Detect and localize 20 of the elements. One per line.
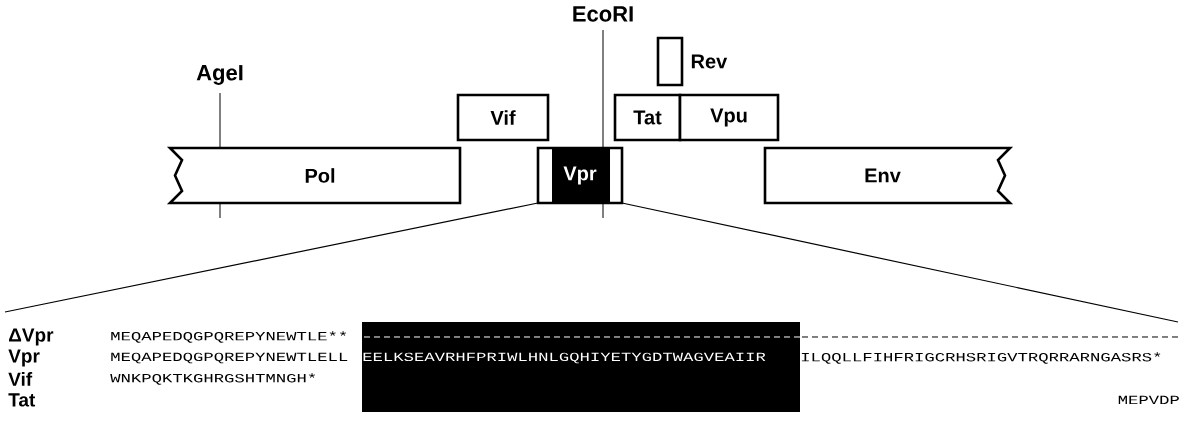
site-label: EcoRI bbox=[573, 6, 633, 22]
gene-box: Pol bbox=[166, 146, 462, 205]
sequence-text: MEPVDP bbox=[1118, 395, 1179, 405]
sequence-text: MEQAPEDQGPQREPYNEWTLELL bbox=[111, 352, 348, 364]
row-label: ΔVpr bbox=[9, 328, 54, 346]
gene-box: Vpr bbox=[536, 146, 624, 205]
sequence-text: ILQQLLFIHFRIGCRHSRIGVTRQRRARNGASRS* bbox=[801, 352, 1161, 364]
gene-box: Vif bbox=[456, 93, 550, 142]
node-label: Rev bbox=[691, 54, 728, 69]
gene-box: Vpu bbox=[678, 93, 780, 142]
row-label: Vpr bbox=[8, 349, 40, 367]
row-label: Vif bbox=[8, 372, 33, 386]
sequence-text: WNKPQKTKGHRGSHTMNGH* bbox=[110, 373, 316, 385]
row-label: Tat bbox=[8, 393, 36, 407]
gene-box: Tat bbox=[613, 93, 682, 142]
sequence-text: EELKSEAVRHFPRIWLHNLGQHIYETYGDTWAGVEAIIR bbox=[363, 352, 766, 364]
gene-box: Env bbox=[763, 146, 1014, 205]
sequence-text: MEQAPEDQGPQREPYNEWTLE** bbox=[111, 331, 347, 343]
site-label: AgeI bbox=[196, 65, 243, 85]
gene-box: Rev bbox=[656, 36, 728, 87]
